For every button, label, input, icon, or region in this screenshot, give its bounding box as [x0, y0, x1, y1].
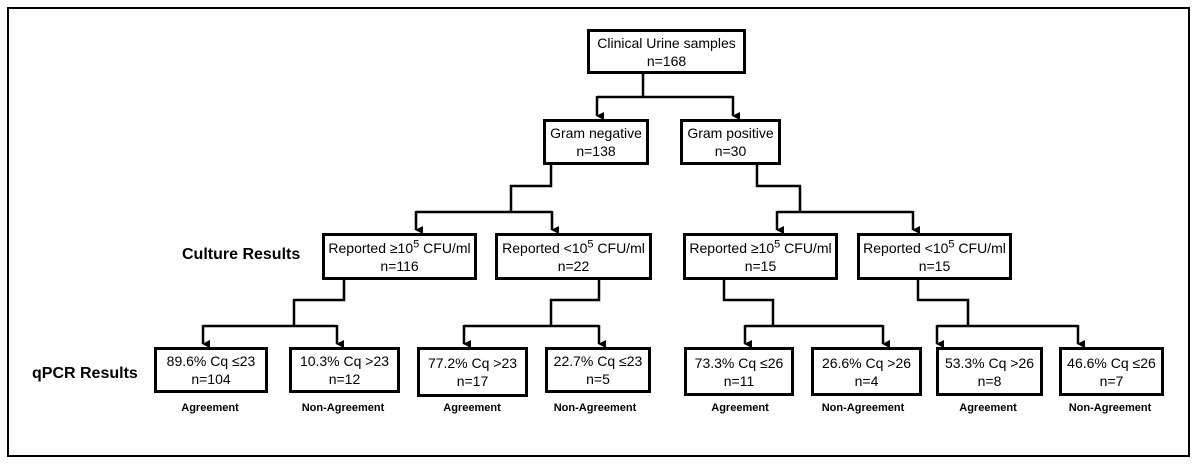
- culture-results-label: Culture Results: [182, 246, 301, 263]
- agreement-tag: Agreement: [959, 402, 1017, 414]
- qpcr-results-label: qPCR Results: [32, 365, 138, 382]
- qpcr-node: 53.3% Cq >26 n=8: [936, 347, 1043, 396]
- gram-positive-node: Gram positive n=30: [680, 119, 781, 165]
- agreement-tag: Agreement: [711, 402, 769, 414]
- connector-gram-positive: [755, 164, 913, 214]
- culture-count: n=22: [557, 257, 590, 274]
- qpcr-count: n=12: [328, 371, 361, 387]
- gram-negative-node: Gram negative n=138: [543, 119, 649, 165]
- connector-culture-1: [203, 279, 346, 328]
- qpcr-node: 46.6% Cq ≤26 n=7: [1059, 347, 1164, 396]
- qpcr-count: n=7: [1099, 372, 1124, 389]
- culture-suffix: CFU/ml: [593, 239, 645, 256]
- culture-node: Reported <105 CFU/ml n=15: [857, 233, 1012, 280]
- culture-suffix: CFU/ml: [954, 239, 1006, 256]
- qpcr-count: n=104: [191, 371, 231, 387]
- culture-exponent: 5: [587, 237, 594, 250]
- root-title: Clinical Urine samples: [597, 34, 736, 51]
- culture-prefix: Reported <10: [502, 239, 588, 256]
- qpcr-node: 89.6% Cq ≤23 n=104: [154, 347, 268, 393]
- figure-frame: [7, 7, 1190, 457]
- culture-exponent: 5: [948, 237, 955, 250]
- qpcr-title: 89.6% Cq ≤23: [166, 353, 256, 369]
- qpcr-node: 22.7% Cq ≤23 n=5: [545, 347, 651, 393]
- qpcr-title: 46.6% Cq ≤26: [1067, 354, 1156, 371]
- qpcr-title: 73.3% Cq ≤26: [694, 354, 784, 371]
- connector-gram-negative: [416, 164, 553, 214]
- qpcr-title: 10.3% Cq >23: [299, 353, 390, 369]
- gram-positive-title: Gram positive: [687, 125, 774, 141]
- qpcr-title: 53.3% Cq >26: [944, 354, 1035, 371]
- root-count: n=168: [646, 52, 687, 69]
- culture-count: n=15: [744, 257, 777, 274]
- qpcr-title: 22.7% Cq ≤23: [553, 353, 643, 369]
- qpcr-count: n=4: [854, 372, 879, 389]
- culture-prefix: Reported ≥10: [328, 239, 414, 256]
- culture-node: Reported ≥105 CFU/ml n=116: [322, 233, 477, 280]
- agreement-tag: Agreement: [443, 402, 501, 414]
- gram-negative-count: n=138: [576, 143, 616, 159]
- qpcr-node: 26.6% Cq >26 n=4: [811, 347, 922, 396]
- non-agreement-tag: Non-Agreement: [553, 402, 637, 414]
- non-agreement-tag: Non-Agreement: [301, 402, 385, 414]
- gram-negative-title: Gram negative: [550, 125, 642, 141]
- culture-suffix: CFU/ml: [780, 239, 832, 256]
- gram-positive-count: n=30: [714, 143, 747, 159]
- culture-count: n=116: [380, 257, 419, 274]
- culture-exponent: 5: [413, 237, 420, 250]
- qpcr-title: 26.6% Cq >26: [821, 354, 912, 371]
- qpcr-node: 73.3% Cq ≤26 n=11: [684, 347, 794, 396]
- qpcr-count: n=8: [977, 372, 1002, 389]
- non-agreement-tag: Non-Agreement: [821, 402, 905, 414]
- connector-culture-2: [464, 279, 601, 328]
- connector-culture-4: [916, 279, 1078, 328]
- qpcr-node: 10.3% Cq >23 n=12: [289, 347, 400, 393]
- root-node: Clinical Urine samples n=168: [587, 29, 746, 74]
- qpcr-count: n=17: [456, 373, 489, 389]
- culture-prefix: Reported <10: [863, 239, 949, 256]
- culture-exponent: 5: [774, 237, 781, 250]
- culture-suffix: CFU/ml: [419, 239, 471, 256]
- culture-node: Reported <105 CFU/ml n=22: [495, 233, 652, 280]
- agreement-tag: Agreement: [181, 402, 239, 414]
- qpcr-title: 77.2% Cq >23: [427, 355, 518, 371]
- qpcr-node: 77.2% Cq >23 n=17: [417, 347, 528, 397]
- culture-node: Reported ≥105 CFU/ml n=15: [683, 233, 838, 280]
- qpcr-count: n=5: [586, 371, 610, 387]
- qpcr-count: n=11: [723, 372, 755, 389]
- culture-count: n=15: [918, 257, 951, 274]
- connector-culture-3: [722, 279, 883, 328]
- connector-root: [597, 73, 733, 99]
- non-agreement-tag: Non-Agreement: [1068, 402, 1152, 414]
- culture-prefix: Reported ≥10: [689, 239, 775, 256]
